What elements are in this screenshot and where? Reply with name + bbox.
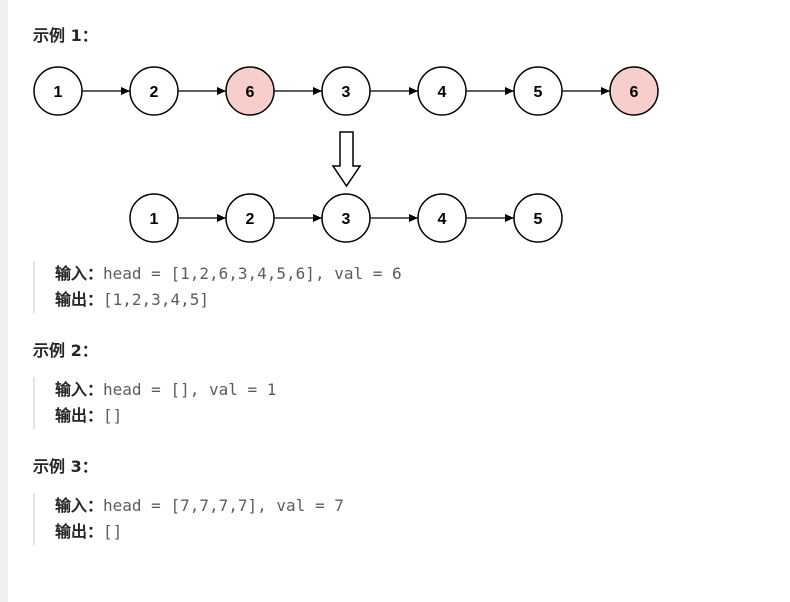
result-node	[417, 193, 467, 243]
original-node-value: 6	[246, 84, 255, 101]
linked-list-diagram: 1 2 6 3 4 5 6 1 2 3 4 5	[33, 66, 659, 243]
result-node-value: 2	[246, 211, 255, 228]
original-node-value: 2	[150, 84, 159, 101]
original-node	[129, 66, 179, 116]
original-node-value: 6	[630, 84, 639, 101]
transform-down-arrow-icon	[331, 131, 362, 188]
result-node	[225, 193, 275, 243]
input-value: head = [], val = 1	[103, 380, 277, 399]
example-1-output-line: 输出：[1,2,3,4,5]	[55, 287, 555, 313]
example-3-block: 输入：head = [7,7,7,7], val = 7 输出：[]	[33, 493, 555, 545]
output-value: []	[103, 406, 123, 425]
example-1-input-line: 输入：head = [1,2,6,3,4,5,6], val = 6	[55, 261, 555, 287]
result-node-value: 5	[534, 211, 543, 228]
original-node-value: 4	[438, 84, 447, 101]
original-node	[321, 66, 371, 116]
example-3-input-line: 输入：head = [7,7,7,7], val = 7	[55, 493, 555, 519]
output-label: 输出：	[55, 406, 104, 425]
result-node-value: 3	[342, 211, 351, 228]
example-2-block: 输入：head = [], val = 1 输出：[]	[33, 377, 555, 429]
output-value: [1,2,3,4,5]	[103, 290, 209, 309]
input-label: 输入：	[55, 496, 104, 515]
result-node	[513, 193, 563, 243]
input-label: 输入：	[55, 264, 104, 283]
result-node	[129, 193, 179, 243]
original-node	[513, 66, 563, 116]
original-node	[417, 66, 467, 116]
example-3-title: 示例 3：	[33, 457, 98, 476]
example-2-input-line: 输入：head = [], val = 1	[55, 377, 555, 403]
input-value: head = [7,7,7,7], val = 7	[103, 496, 344, 515]
example-1-block: 输入：head = [1,2,6,3,4,5,6], val = 6 输出：[1…	[33, 261, 555, 313]
result-list: 1 2 3 4 5	[129, 193, 563, 243]
example-3-output-line: 输出：[]	[55, 519, 555, 545]
result-node	[321, 193, 371, 243]
example-2-output-line: 输出：[]	[55, 403, 555, 429]
input-label: 输入：	[55, 380, 104, 399]
result-node-value: 1	[150, 211, 159, 228]
original-node-value: 5	[534, 84, 543, 101]
output-label: 输出：	[55, 290, 104, 309]
original-node	[33, 66, 83, 116]
original-node-value: 1	[54, 84, 63, 101]
example-1-title: 示例 1：	[33, 26, 98, 45]
original-removed-node	[225, 66, 275, 116]
output-label: 输出：	[55, 522, 104, 541]
original-node-value: 3	[342, 84, 351, 101]
example-2-title: 示例 2：	[33, 341, 98, 360]
original-list: 1 2 6 3 4 5 6	[33, 66, 659, 116]
output-value: []	[103, 522, 123, 541]
result-node-value: 4	[438, 211, 447, 228]
original-removed-node	[609, 66, 659, 116]
input-value: head = [1,2,6,3,4,5,6], val = 6	[103, 264, 402, 283]
